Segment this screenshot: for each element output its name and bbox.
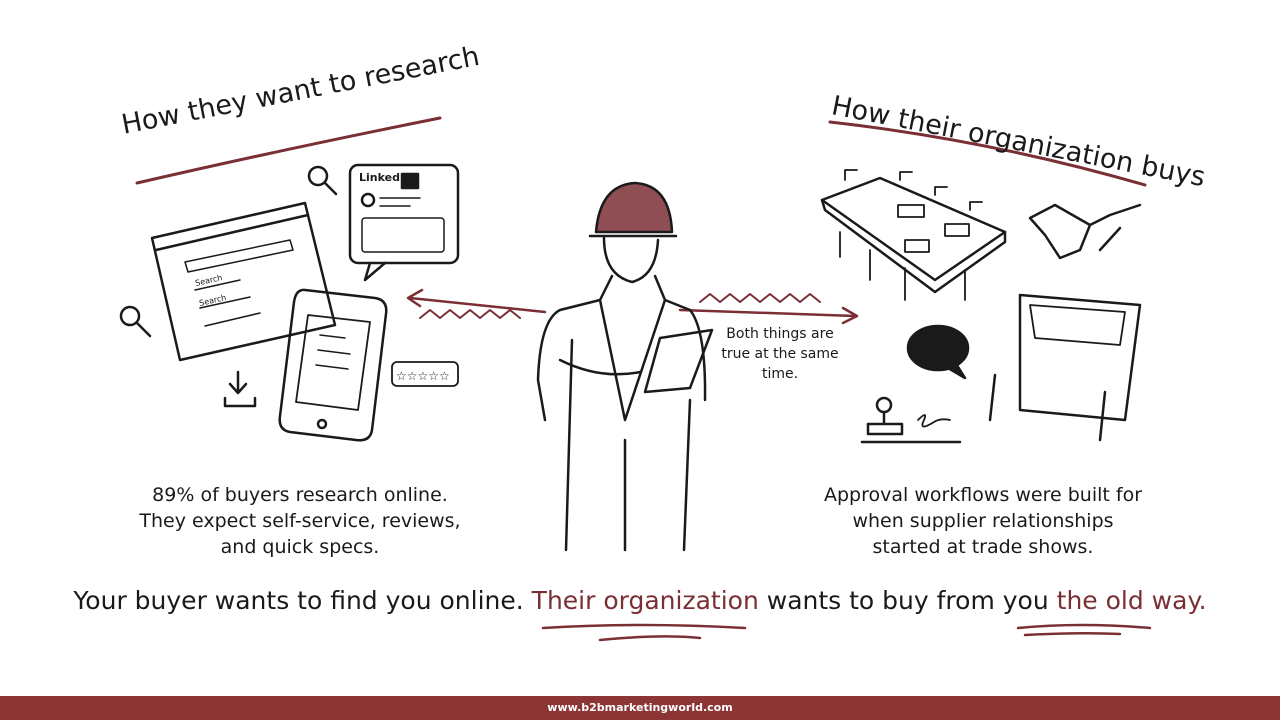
stamp-icon [860,396,962,444]
caption-line: and quick specs. [220,536,380,558]
statement-highlight: Their organization [531,586,759,615]
svg-text:☆☆☆☆☆: ☆☆☆☆☆ [396,369,450,383]
magnifier-icon [307,165,338,196]
magnifier-icon [119,305,152,338]
caption-line: started at trade shows. [872,536,1094,558]
phrase-underline [541,623,747,642]
handshake-icon [1028,203,1142,260]
right-caption: Approval workflows were built for when s… [803,482,1163,560]
statement-part: . [1198,586,1207,615]
bottom-statement: Your buyer wants to find you online. The… [0,586,1280,615]
heading-underline [828,120,1147,187]
arrow-left-icon [406,288,547,319]
caption-line: They expect self-service, reviews, [139,510,461,532]
footer-url: www.b2bmarketingworld.com [547,701,733,714]
trade-show-booth-icon [988,293,1142,442]
download-icon [223,370,257,408]
browser-window-icon [150,201,337,362]
linkedin-logo: Linked [359,171,400,184]
linkedin-card-icon [348,163,460,282]
heading-underline [135,116,442,185]
note-line: time. [761,366,799,382]
star-rating-icon: ☆☆☆☆☆ [391,361,459,387]
caption-line: Approval workflows were built for [823,484,1143,506]
left-caption: 89% of buyers research online. They expe… [120,482,480,560]
phrase-underline [1016,623,1152,637]
statement-part: Your buyer wants to find you online. [73,586,532,615]
note-line: true at the same [721,346,839,362]
arrow-right-icon [678,293,859,325]
center-note: Both things are true at the same time. [710,324,850,384]
caption-line: 89% of buyers research online. [152,484,448,506]
caption-line: when supplier relationships [852,510,1114,532]
speech-bubble-icon [906,324,970,380]
conference-table-icon [820,169,1007,301]
smartphone-icon [278,288,388,442]
statement-highlight: the old way [1056,586,1199,615]
note-line: Both things are [726,326,834,342]
statement-part: wants to buy from you [758,586,1057,615]
worker-with-tablet [536,181,714,552]
footer-bar: www.b2bmarketingworld.com [0,696,1280,720]
